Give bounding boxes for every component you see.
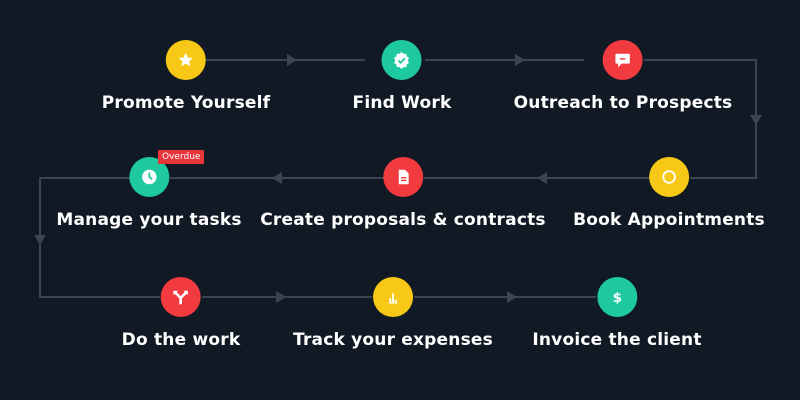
bar-chart-icon: [388, 293, 398, 304]
step-outreach-to-prospects[interactable]: Outreach to Prospects: [514, 40, 733, 113]
document-icon: [398, 169, 409, 185]
overdue-badge: Overdue: [158, 150, 205, 164]
step-create-proposals-contracts[interactable]: Create proposals & contracts: [260, 157, 546, 230]
step-track-your-expenses[interactable]: Track your expenses: [293, 277, 493, 350]
arrowhead-icon: [515, 54, 525, 66]
svg-text:$: $: [612, 290, 621, 306]
step-label: Book Appointments: [573, 210, 765, 230]
step-label: Track your expenses: [293, 330, 493, 350]
step-circle: $: [597, 277, 637, 317]
arrowhead-icon: [507, 291, 517, 303]
ring-icon: [662, 170, 676, 184]
arrowhead-icon: [287, 54, 297, 66]
step-circle: [602, 40, 643, 80]
chat-bubble-icon: [615, 53, 631, 68]
step-find-work[interactable]: Find Work: [353, 40, 452, 113]
merge-arrow-icon: [173, 290, 189, 305]
step-circle: [160, 277, 201, 317]
arrowhead-icon: [272, 172, 282, 184]
step-manage-your-tasks[interactable]: Manage your tasks: [56, 157, 241, 230]
step-circle: [381, 40, 422, 80]
step-circle: [648, 157, 689, 197]
step-label: Outreach to Prospects: [513, 93, 733, 113]
step-invoice-the-client[interactable]: $ Invoice the client: [532, 277, 701, 350]
star-icon: [178, 52, 194, 67]
step-label: Find Work: [352, 93, 452, 113]
step-label: Do the work: [121, 330, 241, 350]
arrowhead-icon: [34, 235, 46, 245]
step-label: Create proposals & contracts: [260, 210, 546, 230]
step-circle: [372, 277, 413, 317]
dollar-icon: $: [612, 290, 621, 306]
arrowhead-icon: [750, 115, 762, 125]
arrowhead-icon: [537, 172, 547, 184]
clock-icon: [141, 169, 157, 185]
verified-badge-icon: [394, 51, 410, 69]
step-label: Invoice the client: [532, 330, 702, 350]
arrowhead-icon: [276, 291, 286, 303]
step-label: Promote Yourself: [101, 93, 271, 113]
step-book-appointments[interactable]: Book Appointments: [573, 157, 765, 230]
step-do-the-work[interactable]: Do the work: [122, 277, 241, 350]
step-circle: [165, 40, 206, 80]
step-circle: [382, 157, 423, 197]
step-label: Manage your tasks: [56, 210, 242, 230]
step-promote-yourself[interactable]: Promote Yourself: [102, 40, 270, 113]
